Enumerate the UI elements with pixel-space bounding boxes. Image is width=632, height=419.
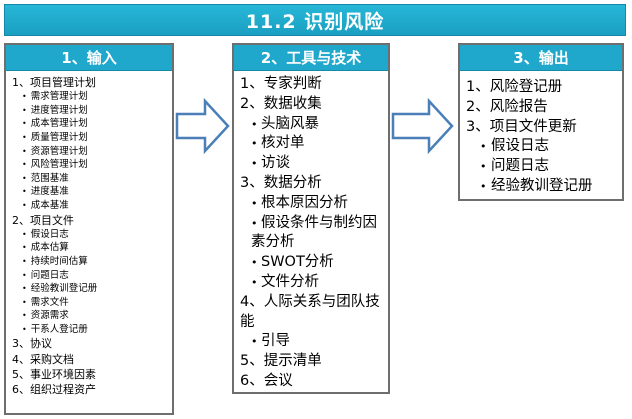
bullet-icon: • bbox=[480, 179, 487, 193]
list-item: 成本基准 bbox=[12, 199, 168, 213]
bullet-icon: • bbox=[251, 256, 258, 270]
right-arrow-icon bbox=[391, 98, 454, 154]
bullet-icon: • bbox=[251, 196, 258, 210]
inputs-list: 1、项目管理计划 需求管理计划 进度管理计划 成本管理计划 质量管理计划 资源管… bbox=[6, 71, 172, 399]
outputs-panel: 3、输出 1、风险登记册 2、风险报告 3、项目文件更新 •假设日志 •问题日志… bbox=[458, 43, 624, 201]
list-item: 干系人登记册 bbox=[12, 323, 168, 337]
list-item: 6、会议 bbox=[240, 372, 293, 389]
right-arrow-icon bbox=[175, 98, 230, 154]
tools-list: 1、专家判断 2、数据收集 •头脑风暴 •核对单 •访谈 3、数据分析 •根本原… bbox=[234, 71, 388, 394]
list-item: 6、组织过程资产 bbox=[12, 383, 96, 397]
list-item: •经验教训登记册 bbox=[466, 177, 618, 197]
list-item: 4、采购文档 bbox=[12, 352, 74, 366]
list-item: 3、协议 bbox=[12, 337, 52, 351]
list-item: 问题日志 bbox=[12, 269, 168, 283]
list-item: 进度管理计划 bbox=[12, 104, 168, 118]
list-item: 5、事业环境因素 bbox=[12, 367, 96, 381]
list-item: 3、数据分析 bbox=[240, 174, 322, 191]
list-item: •核对单 bbox=[240, 134, 384, 154]
page-title: 11.2 识别风险 bbox=[4, 4, 626, 36]
list-item: 2、数据收集 bbox=[240, 95, 322, 112]
list-item: 4、人际关系与团队技能 bbox=[240, 293, 380, 330]
tools-panel: 2、工具与技术 1、专家判断 2、数据收集 •头脑风暴 •核对单 •访谈 3、数… bbox=[232, 43, 390, 394]
list-item: 资源管理计划 bbox=[12, 145, 168, 159]
list-item: 假设日志 bbox=[12, 228, 168, 242]
list-item: •访谈 bbox=[240, 154, 384, 174]
list-item: 需求文件 bbox=[12, 296, 168, 310]
list-item: •问题日志 bbox=[466, 157, 618, 177]
list-item: 2、风险报告 bbox=[466, 98, 548, 115]
bullet-icon: • bbox=[251, 117, 258, 131]
outputs-header: 3、输出 bbox=[460, 45, 622, 71]
list-item: 1、项目管理计划 bbox=[12, 76, 96, 89]
tools-header: 2、工具与技术 bbox=[234, 45, 388, 71]
list-item: •文件分析 bbox=[240, 273, 384, 293]
list-item: 1、专家判断 bbox=[240, 76, 322, 92]
bullet-icon: • bbox=[480, 160, 487, 174]
list-item: •引导 bbox=[240, 332, 384, 352]
list-item: 5、提示清单 bbox=[240, 353, 322, 370]
bullet-icon: • bbox=[251, 157, 258, 171]
list-item: 质量管理计划 bbox=[12, 131, 168, 145]
list-item: 成本估算 bbox=[12, 241, 168, 255]
list-item: •头脑风暴 bbox=[240, 115, 384, 135]
bullet-icon: • bbox=[251, 137, 258, 151]
list-item: 经验教训登记册 bbox=[12, 282, 168, 296]
list-item: 2、项目文件 bbox=[12, 213, 74, 227]
inputs-panel: 1、输入 1、项目管理计划 需求管理计划 进度管理计划 成本管理计划 质量管理计… bbox=[4, 43, 174, 415]
list-item: 1、风险登记册 bbox=[466, 79, 563, 95]
list-item: 持续时间估算 bbox=[12, 255, 168, 269]
list-item: 需求管理计划 bbox=[12, 90, 168, 104]
list-item: 进度基准 bbox=[12, 185, 168, 199]
list-item: •假设条件与制约因素分析 bbox=[251, 214, 377, 251]
bullet-icon: • bbox=[251, 335, 258, 349]
list-item: •SWOT分析 bbox=[240, 253, 384, 273]
list-item: 资源需求 bbox=[12, 309, 168, 323]
bullet-icon: • bbox=[480, 140, 487, 154]
list-item: 范围基准 bbox=[12, 172, 168, 186]
outputs-list: 1、风险登记册 2、风险报告 3、项目文件更新 •假设日志 •问题日志 •经验教… bbox=[460, 71, 622, 199]
inputs-header: 1、输入 bbox=[6, 45, 172, 71]
list-item: •根本原因分析 bbox=[240, 194, 384, 214]
list-item: 成本管理计划 bbox=[12, 117, 168, 131]
list-item: •假设日志 bbox=[466, 137, 618, 157]
list-item: 3、项目文件更新 bbox=[466, 118, 577, 135]
bullet-icon: • bbox=[251, 275, 258, 289]
list-item: 风险管理计划 bbox=[12, 158, 168, 172]
bullet-icon: • bbox=[251, 216, 258, 230]
